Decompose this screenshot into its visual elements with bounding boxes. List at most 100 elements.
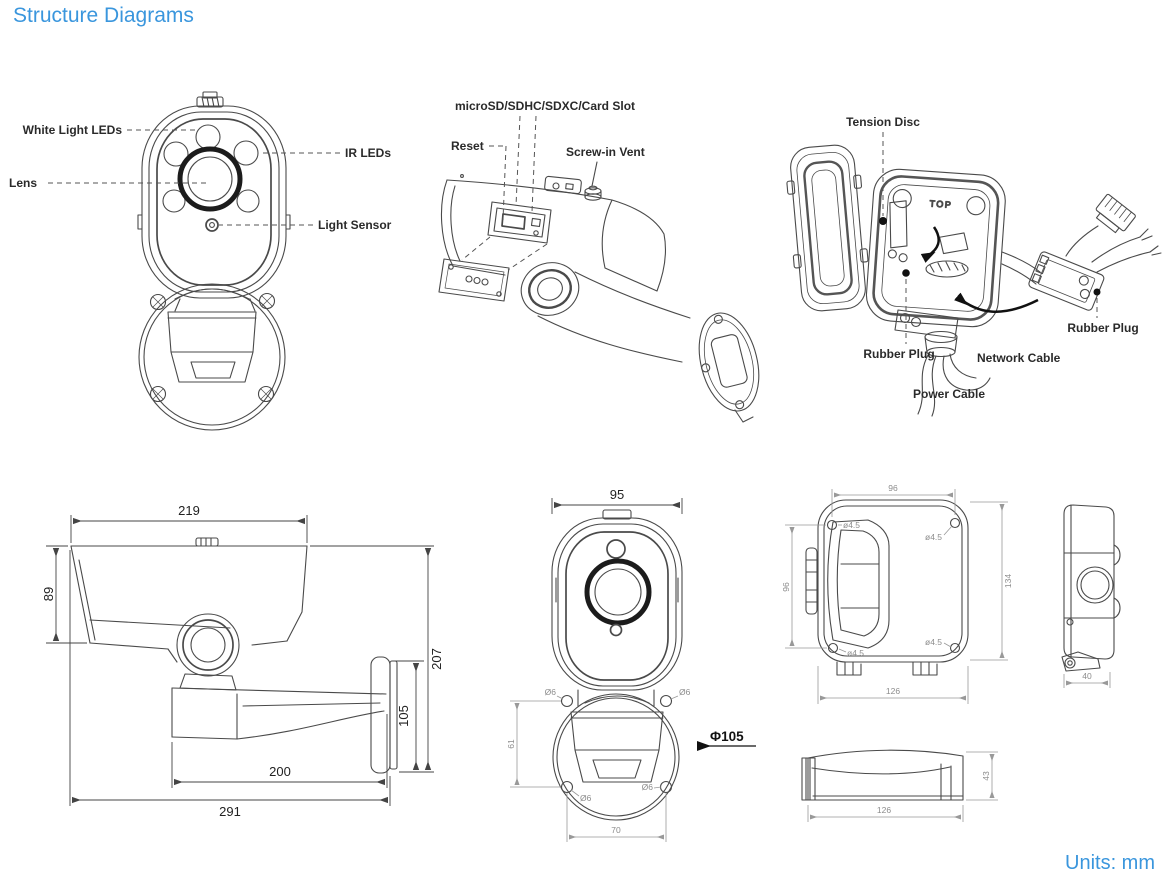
dim-box-depth: 40 (1082, 671, 1092, 681)
network-cable-line (942, 355, 991, 391)
mount-base-circle (138, 283, 286, 431)
leader-card-slot (515, 115, 521, 207)
base-screw (149, 385, 167, 403)
dim-box-hole-span-v: 96 (781, 582, 791, 592)
dim-side-front-height: 89 (41, 587, 56, 601)
screw-hole (827, 642, 839, 654)
dim-front-width: 95 (610, 487, 624, 502)
box-lid (786, 144, 869, 312)
base-screw (560, 694, 574, 708)
wall-flange (698, 312, 760, 412)
base-screw (257, 385, 275, 403)
box-top-marking: TOP (929, 198, 952, 210)
mount-arm (574, 271, 691, 319)
reset-button (533, 230, 539, 236)
pivot-joint (176, 613, 240, 677)
label-light-sensor: Light Sensor (318, 218, 392, 232)
sd-card-slot (501, 213, 526, 230)
power-cable-line (931, 355, 937, 417)
dim-box-hole-dia: ø4.5 (847, 648, 864, 658)
rubber-plug-dot (1093, 288, 1101, 296)
base-screw (659, 694, 673, 708)
label-ir-leds: IR LEDs (345, 146, 391, 160)
label-power-cable: Power Cable (913, 387, 985, 401)
dim-profile-height: 43 (981, 771, 991, 781)
base-screw (258, 292, 276, 310)
light-sensor-circle (205, 218, 219, 232)
power-cable-line (917, 354, 929, 415)
light-sensor-circle (609, 623, 623, 637)
side-dimension-drawing: 219 89 207 105 200 291 (41, 503, 444, 819)
mount-joint (520, 262, 580, 316)
dim-profile-width: 126 (877, 805, 891, 815)
base-screw (659, 780, 673, 794)
dim-front-hole-dia: Ø6 (642, 782, 654, 792)
white-light-led-circle (606, 539, 626, 559)
led-circle (163, 141, 189, 167)
tension-disc-bracket (889, 200, 908, 249)
screw-hole (949, 517, 961, 529)
page-title: Structure Diagrams (13, 4, 194, 27)
front-view-diagram: White Light LEDs IR LEDs Lens Light Sens… (9, 91, 392, 431)
dim-side-top-width: 219 (178, 503, 200, 518)
vent-cap (584, 185, 602, 201)
lens-ring (584, 558, 652, 626)
base-screw (149, 293, 167, 311)
dim-side-arm-length: 200 (269, 764, 291, 779)
lid-seam (827, 519, 890, 649)
junction-box-side-drawing: 40 (1061, 504, 1121, 688)
dim-side-total-length: 291 (219, 804, 241, 819)
camera-face-outline (141, 105, 287, 299)
dim-box-hole-dia: ø4.5 (925, 637, 942, 647)
cover-plate (438, 258, 510, 302)
front-dimension-drawing: 95 61 70 Φ105 Ø6 Ø6 Ø6 Ø6 (506, 487, 756, 842)
rotate-arrow (920, 226, 940, 263)
screw-hole (826, 519, 838, 531)
mount-foot (1061, 651, 1101, 672)
dim-front-hole-dia: Ø6 (545, 687, 557, 697)
conduit-hole (1076, 566, 1114, 604)
leader-screw-in-vent (591, 161, 598, 187)
top-plate (544, 175, 582, 195)
label-white-light-leds: White Light LEDs (23, 123, 123, 137)
camera-body (446, 179, 613, 201)
label-network-cable: Network Cable (977, 351, 1061, 365)
white-light-led-circle (195, 124, 221, 150)
label-lens: Lens (9, 176, 37, 190)
network-connector (1095, 193, 1136, 234)
dim-box-hole-dia: ø4.5 (925, 532, 942, 542)
lens-ring (177, 146, 243, 212)
dim-front-base-diameter: Φ105 (710, 729, 744, 744)
cable-gland (925, 260, 969, 278)
mount-base-circle (552, 693, 680, 821)
dim-box-height: 134 (1003, 574, 1013, 588)
dim-box-hole-dia: ø4.5 (843, 520, 860, 530)
top-mount-tab (196, 96, 224, 108)
insert-arrow (954, 292, 1039, 313)
dim-front-hole-dia: Ø6 (679, 687, 691, 697)
led-circle (236, 189, 260, 213)
hinge (805, 547, 818, 615)
junction-box-open-diagram: TOP Tension Disc Rubber Plug Network (786, 115, 1162, 417)
tension-disc-dot (879, 217, 887, 225)
junction-box-profile-drawing: 126 43 (801, 749, 998, 822)
card-compartment (487, 201, 552, 244)
base-screw (560, 780, 574, 794)
dim-front-hole-dia: Ø6 (580, 793, 592, 803)
dim-box-hole-span-h: 96 (888, 483, 898, 493)
dim-box-width: 126 (886, 686, 900, 696)
label-card-slot: microSD/SDHC/SDXC/Card Slot (455, 99, 635, 113)
label-rubber-plug-left: Rubber Plug (863, 347, 934, 361)
screw-hole (949, 642, 961, 654)
rear-cap-grille (601, 199, 666, 292)
arm-profile (171, 687, 387, 695)
leader-reset (489, 145, 507, 221)
dim-front-hole-span: 70 (611, 825, 621, 835)
ir-led-circle (233, 140, 259, 166)
box-body: TOP (865, 168, 1006, 328)
dim-side-plate-height: 105 (396, 705, 411, 727)
power-connector (1028, 251, 1105, 311)
connector-cables (1091, 236, 1151, 273)
